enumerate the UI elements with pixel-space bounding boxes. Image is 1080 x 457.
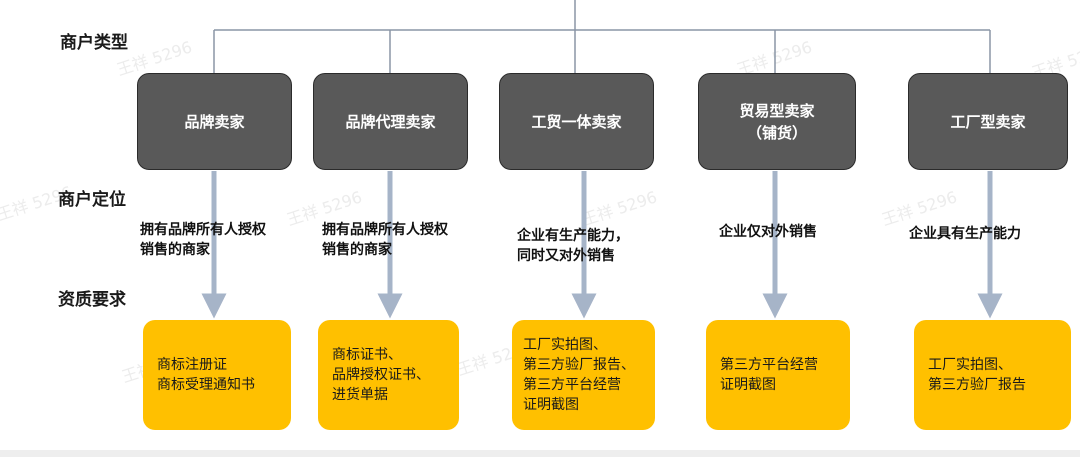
tree-connector <box>213 0 991 73</box>
row-label-merchant-type: 商户类型 <box>60 33 128 53</box>
row-label-merchant-positioning: 商户定位 <box>58 190 126 210</box>
positioning-caption: 企业仅对外销售 <box>719 224 817 240</box>
qualification-text: 商标证书、 品牌授权证书、 进货单据 <box>332 347 430 403</box>
merchant-type-box-industry-trade: 工贸一体卖家 <box>499 73 654 170</box>
positioning-caption: 企业有生产能力， 同时又对外销售 <box>517 228 629 264</box>
down-arrows <box>201 171 1003 319</box>
bottom-divider <box>0 450 1080 457</box>
qualification-box: 商标证书、 品牌授权证书、 进货单据 <box>318 320 459 430</box>
merchant-type-box-trading: 贸易型卖家 （铺货） <box>698 73 856 170</box>
merchant-type-label: 品牌卖家 <box>184 112 245 131</box>
merchant-type-box-brand-agent: 品牌代理卖家 <box>313 73 468 170</box>
merchant-type-label: 工厂型卖家 <box>950 112 1026 131</box>
merchant-type-box-brand: 品牌卖家 <box>137 73 292 170</box>
row-label-qualification: 资质要求 <box>58 290 126 310</box>
merchant-type-label: 品牌代理卖家 <box>345 112 436 131</box>
positioning-caption: 拥有品牌所有人授权 销售的商家 <box>140 222 266 258</box>
merchant-type-sublabel: （铺货） <box>746 123 807 142</box>
merchant-type-label: 贸易型卖家 <box>739 101 815 120</box>
qualification-box: 第三方平台经营 证明截图 <box>706 320 850 430</box>
merchant-type-box-factory: 工厂型卖家 <box>908 73 1068 170</box>
qualification-box: 工厂实拍图、 第三方验厂报告、 第三方平台经营 证明截图 <box>512 320 655 430</box>
positioning-caption: 拥有品牌所有人授权 销售的商家 <box>322 222 448 258</box>
qualification-text: 商标注册证 商标受理通知书 <box>157 357 255 393</box>
qualification-text: 工厂实拍图、 第三方验厂报告 <box>928 357 1026 393</box>
positioning-caption: 企业具有生产能力 <box>909 226 1021 242</box>
qualification-text: 工厂实拍图、 第三方验厂报告、 第三方平台经营 证明截图 <box>523 337 635 413</box>
qualification-box: 工厂实拍图、 第三方验厂报告 <box>914 320 1071 430</box>
qualification-text: 第三方平台经营 证明截图 <box>720 357 818 393</box>
merchant-type-label: 工贸一体卖家 <box>531 112 622 131</box>
qualification-box: 商标注册证 商标受理通知书 <box>143 320 291 430</box>
